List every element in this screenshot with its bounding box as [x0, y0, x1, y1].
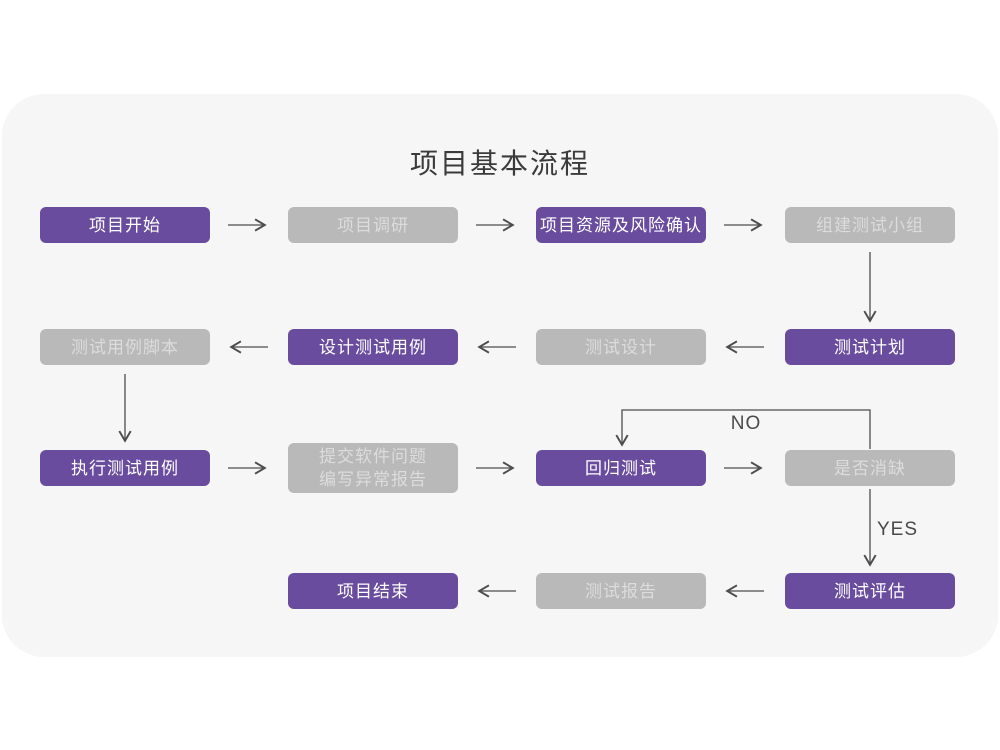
node-label: 项目结束	[337, 581, 409, 601]
node-label: 测试评估	[834, 581, 906, 601]
node-label: 测试计划	[834, 337, 906, 357]
node-label-line2: 编写异常报告	[319, 470, 427, 489]
node-label: 是否消缺	[834, 458, 906, 478]
node-test-design: 测试设计	[536, 329, 706, 365]
node-label: 测试设计	[585, 337, 657, 357]
node-label: 设计测试用例	[319, 337, 427, 357]
node-execute-test-case: 执行测试用例	[40, 450, 210, 486]
node-label: 测试用例脚本	[71, 337, 179, 357]
node-regression-test: 回归测试	[536, 450, 706, 486]
diagram-title: 项目基本流程	[409, 148, 590, 179]
node-test-plan: 测试计划	[785, 329, 955, 365]
node-defect-cleared: 是否消缺	[785, 450, 955, 486]
node-project-survey: 项目调研	[288, 207, 458, 243]
node-design-test-case: 设计测试用例	[288, 329, 458, 365]
edge-label-no: NO	[730, 413, 762, 434]
node-label: 项目资源及风险确认	[540, 215, 702, 235]
node-label: 组建测试小组	[816, 215, 924, 235]
node-label: 项目开始	[89, 215, 161, 235]
node-project-end: 项目结束	[288, 573, 458, 609]
node-label: 执行测试用例	[71, 458, 179, 478]
node-resource-risk: 项目资源及风险确认	[536, 207, 706, 243]
node-label: 回归测试	[585, 458, 657, 478]
edge-label-yes: YES	[877, 519, 919, 540]
node-label: 项目调研	[337, 215, 409, 235]
node-label-line1: 提交软件问题	[319, 447, 427, 466]
node-test-evaluation: 测试评估	[785, 573, 955, 609]
node-submit-issue-report: 提交软件问题 编写异常报告	[288, 443, 458, 493]
node-test-case-script: 测试用例脚本	[40, 329, 210, 365]
node-label: 测试报告	[585, 581, 657, 601]
flowchart-card	[2, 94, 998, 657]
node-build-test-team: 组建测试小组	[785, 207, 955, 243]
node-project-start: 项目开始	[40, 207, 210, 243]
node-test-report: 测试报告	[536, 573, 706, 609]
